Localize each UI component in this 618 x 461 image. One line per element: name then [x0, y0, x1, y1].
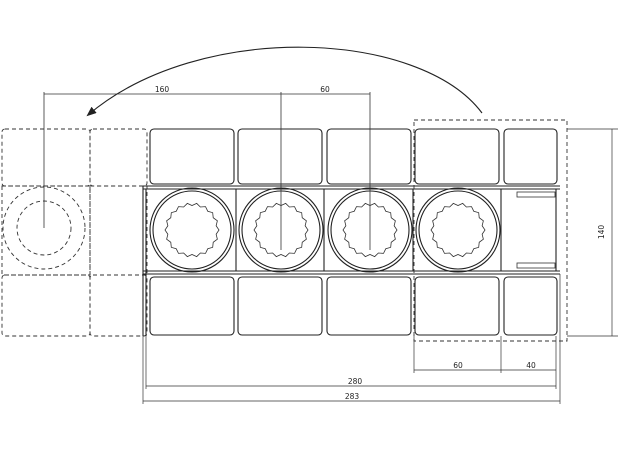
dim-60-top-label: 60	[320, 85, 330, 94]
dim-280-label: 280	[348, 377, 363, 386]
dim-283-label: 283	[345, 392, 360, 401]
middle-bay-dividers	[235, 189, 557, 271]
rotation-arrow	[86, 46, 483, 117]
roller-gear-profile	[342, 202, 398, 258]
dim-60-40-bottom: 60 40	[413, 336, 557, 373]
dim-60-top: 60	[281, 85, 370, 95]
roller-1	[149, 187, 235, 273]
roller-outer-ring	[149, 187, 235, 273]
roller-gear-profile	[430, 202, 486, 258]
roller-group	[149, 187, 501, 273]
dim-60-bottom-label: 60	[453, 361, 463, 370]
top-cell-row	[149, 128, 558, 185]
roller-inner-ring	[418, 190, 498, 270]
roller-inner-ring	[152, 190, 232, 270]
roller-gear-profile	[164, 202, 220, 258]
main-frame	[142, 185, 560, 336]
dashed-module-left	[1, 128, 148, 337]
center-lines	[43, 92, 371, 250]
dashed-highlight-region	[413, 119, 568, 342]
dim-160-label: 160	[155, 85, 170, 94]
dim-283: 283	[142, 274, 561, 404]
bottom-cell-row	[149, 276, 558, 336]
dim-280: 280	[145, 336, 557, 389]
dim-140-label: 140	[597, 225, 606, 240]
roller-gear-profile	[253, 202, 309, 258]
dim-140: 140	[567, 128, 618, 337]
roller-4	[415, 187, 501, 273]
roller-outer-ring	[415, 187, 501, 273]
dim-40-label: 40	[526, 361, 536, 370]
dim-160: 160	[44, 85, 281, 95]
